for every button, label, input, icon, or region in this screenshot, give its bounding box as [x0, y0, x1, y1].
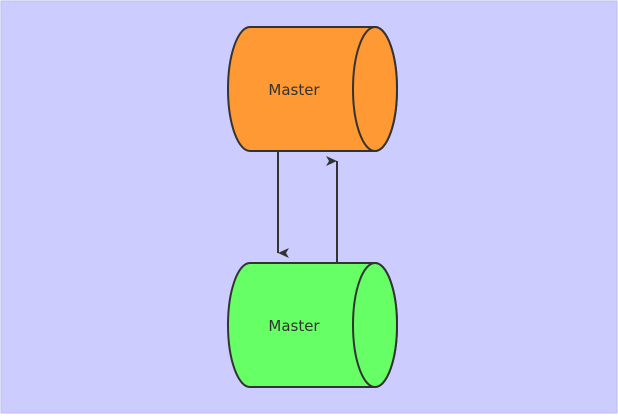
cylinder-end-cap [352, 262, 398, 388]
cylinder-end-cap [352, 26, 398, 152]
master-node-bottom[interactable]: Master [227, 262, 398, 388]
node-label-top: Master [268, 81, 320, 99]
master-node-top[interactable]: Master [227, 26, 398, 152]
node-label-bottom: Master [268, 317, 320, 335]
